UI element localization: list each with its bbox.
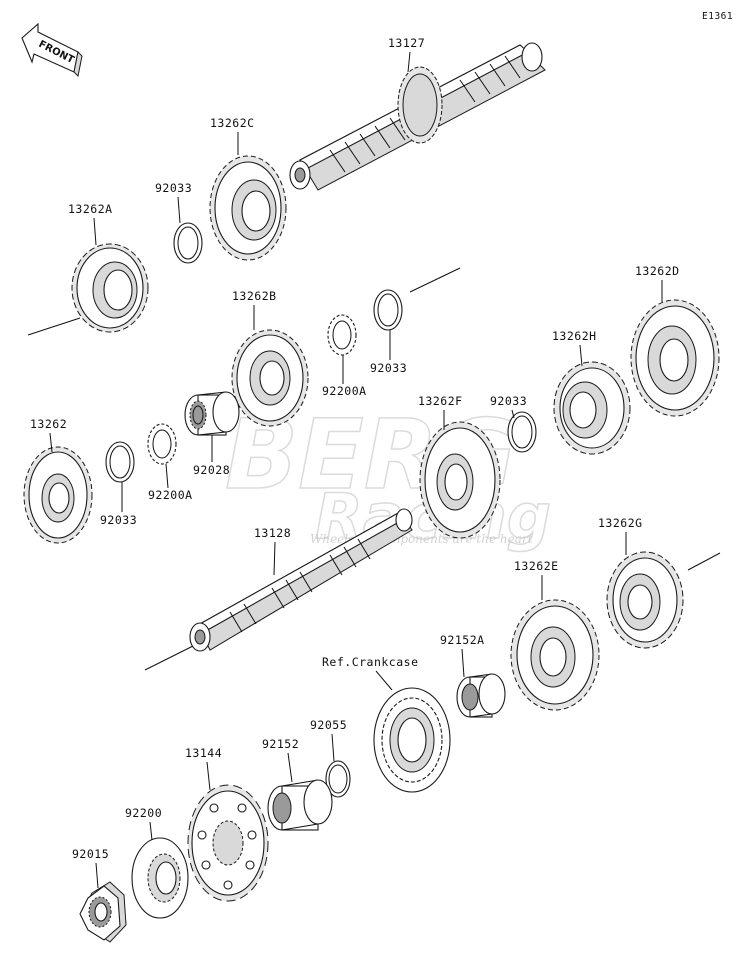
circlip-92033-top — [173, 222, 203, 264]
label-13262C: 13262C — [210, 116, 255, 130]
circlip-92033-left — [105, 441, 135, 483]
gear-13262C — [209, 155, 287, 261]
gear-13262A — [71, 243, 149, 333]
shaft-13128 — [189, 508, 413, 652]
gear-13262 — [23, 446, 93, 544]
label-13262H: 13262H — [552, 329, 597, 343]
label-13262G: 13262G — [598, 516, 643, 530]
label-92015: 92015 — [72, 847, 109, 861]
gear-13262B — [231, 329, 309, 427]
collar-92152 — [267, 779, 333, 831]
gear-13262H — [553, 361, 631, 455]
oring-92055 — [325, 760, 351, 798]
label-92200: 92200 — [125, 806, 162, 820]
label-13128: 13128 — [254, 526, 291, 540]
sprocket-13144 — [187, 784, 269, 902]
label-92033-mid: 92033 — [370, 361, 407, 375]
label-92200A-left: 92200A — [148, 488, 193, 502]
bearing-92028 — [184, 391, 240, 436]
front-arrow-icon: FRONT — [21, 22, 83, 78]
circlip-92033-mid — [373, 289, 403, 331]
label-92055: 92055 — [310, 718, 347, 732]
label-13262E: 13262E — [514, 559, 559, 573]
label-ref-crankcase: Ref.Crankcase — [322, 655, 419, 669]
gear-13262D — [630, 299, 720, 417]
label-13262A: 13262A — [68, 202, 113, 216]
collar-92152A — [456, 673, 506, 718]
shaft-13127 — [289, 42, 546, 191]
gear-13262F — [419, 421, 501, 539]
label-92033-top: 92033 — [155, 181, 192, 195]
diagram-code: E1361 — [702, 11, 733, 22]
nut-92015 — [79, 881, 127, 943]
label-13262F: 13262F — [418, 394, 463, 408]
label-13262B: 13262B — [232, 289, 277, 303]
label-92028: 92028 — [193, 463, 230, 477]
label-13127: 13127 — [388, 36, 425, 50]
label-92033-left: 92033 — [100, 513, 137, 527]
axis-lines — [27, 267, 721, 671]
label-13144: 13144 — [185, 746, 222, 760]
gear-13262E — [510, 599, 600, 711]
circlip-92033-right — [507, 411, 537, 453]
washer-92200A-left — [147, 423, 177, 465]
bearing-ref-crankcase — [373, 687, 451, 793]
washer-92200 — [131, 837, 189, 919]
label-92200A-mid: 92200A — [322, 384, 367, 398]
label-92152: 92152 — [262, 737, 299, 751]
gear-13262G — [606, 551, 684, 649]
label-92033-right: 92033 — [490, 394, 527, 408]
label-92152A: 92152A — [440, 633, 485, 647]
label-13262: 13262 — [30, 417, 67, 431]
label-13262D: 13262D — [635, 264, 680, 278]
washer-92200A-mid — [327, 314, 357, 356]
